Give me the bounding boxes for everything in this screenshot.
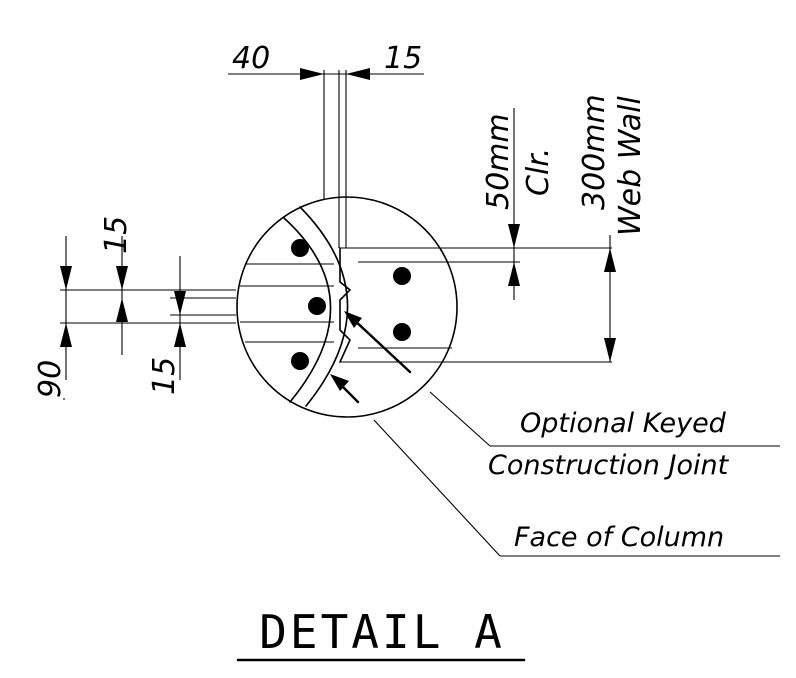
- arrow-head: [508, 224, 520, 248]
- dim-left-bottom: 15: [147, 357, 182, 395]
- arrow-head: [344, 311, 362, 328]
- clear-cover-label-1: 50mm: [481, 113, 516, 210]
- column-face-inner-arc: [299, 206, 349, 407]
- arrow-head: [300, 68, 324, 80]
- detail-title: DETAIL A: [259, 605, 505, 659]
- arrow-head: [60, 266, 72, 290]
- arrow-head: [346, 68, 370, 80]
- arrow-head: [604, 248, 616, 272]
- dim-left-big: 90: [33, 360, 68, 398]
- detail-circle: [236, 196, 458, 418]
- arrow-head: [508, 262, 520, 286]
- keyed-joint-notch: [339, 247, 352, 363]
- wall-label-2: Web Wall: [613, 96, 648, 236]
- joint-callout-line2: Construction Joint: [488, 450, 730, 481]
- joint-leader-arrow: [350, 316, 412, 374]
- rebar-dot: [308, 297, 326, 315]
- arrow-head: [330, 374, 349, 391]
- arrow-head: [116, 266, 128, 290]
- joint-callout-leader: [429, 391, 491, 447]
- rebar-dot: [291, 239, 309, 257]
- rebar-dot: [393, 323, 411, 341]
- column-face-callout: Face of Column: [514, 522, 724, 553]
- dim-left-top: 15: [99, 216, 134, 254]
- arrow-head: [174, 291, 186, 315]
- dim-top-right: 15: [384, 41, 422, 76]
- column-callout-leader: [373, 419, 501, 557]
- arrow-head: [174, 323, 186, 347]
- arrow-head: [60, 323, 72, 347]
- joint-callout-line1: Optional Keyed: [520, 408, 727, 439]
- rebar-dot: [291, 352, 309, 370]
- dim-top-left: 40: [232, 41, 270, 76]
- wall-label-1: 300mm: [577, 94, 612, 210]
- arrow-head: [116, 298, 128, 322]
- rebar-dot: [393, 267, 411, 285]
- arrow-head: [604, 338, 616, 362]
- column-face-outer-arc: [283, 217, 332, 403]
- clear-cover-label-2: Clr.: [521, 148, 556, 196]
